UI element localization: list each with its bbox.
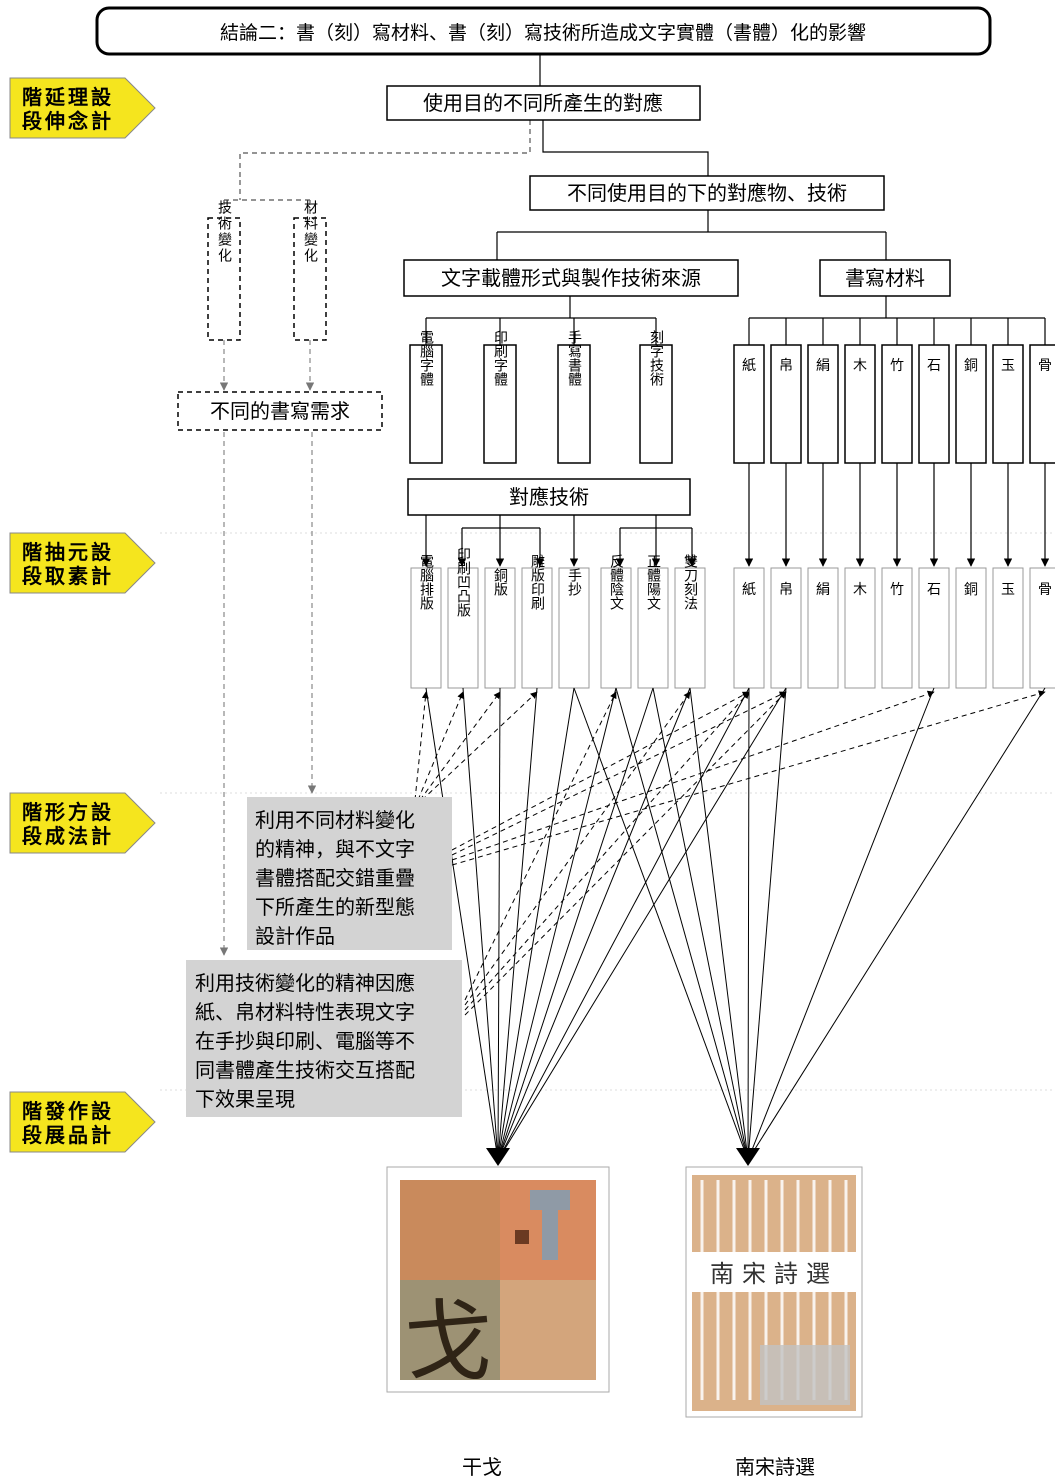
material-label: 竹 (890, 358, 904, 374)
correspondence-box: 不同使用目的下的對應物、技術 (530, 176, 884, 210)
method-line: 利用不同材料變化 (255, 808, 415, 832)
technique-label: 銅版 (492, 568, 508, 597)
technique-bar: 對應技術 (408, 479, 690, 515)
method-line: 同書體產生技術交互搭配 (195, 1058, 415, 1082)
material-element-label: 石 (927, 582, 941, 598)
material-label: 玉 (1001, 358, 1015, 374)
stage-tags: 階延理設 段伸念計 階抽元設 段取素計 階形方設 段成法計 階發作設 段展品計 (10, 78, 155, 1152)
material-element-label: 銅 (964, 582, 978, 598)
material-box: 書寫材料 (820, 260, 950, 296)
method-line: 的精神，與不文字 (255, 837, 415, 861)
material-element-label: 玉 (1001, 582, 1015, 598)
stage-tag-line: 階發作設 (22, 1099, 114, 1123)
technique-label: 正體陽文 (645, 554, 661, 610)
tech-change-box: 技術變化 (208, 200, 240, 340)
technique-label: 印刷凹凸版 (455, 547, 471, 618)
method-box-material: 利用不同材料變化 的精神，與不文字 書體搭配交錯重疊 下所產生的新型態 設計作品 (247, 797, 452, 950)
purpose-text: 使用目的不同所產生的對應 (423, 91, 663, 115)
work-image-gange: 戈 (387, 1167, 609, 1393)
stage-tag-development: 階發作設 段展品計 (10, 1092, 155, 1152)
stage-tag-line: 階抽元設 (22, 540, 114, 564)
method-line: 紙、帛材料特性表現文字 (195, 1000, 415, 1024)
source-label: 印刷字體 (492, 330, 508, 386)
stage-tag-line: 階延理設 (22, 85, 114, 109)
method-line: 利用技術變化的精神因應 (195, 971, 415, 995)
technique-label: 雕版印刷 (529, 554, 545, 610)
technique-label: 反體陰文 (608, 554, 624, 610)
material-text: 書寫材料 (845, 266, 925, 290)
conclusion-text: 結論二：書（刻）寫材料、書（刻）寫技術所造成文字實體（書體）化的影響 (220, 22, 866, 44)
purpose-box: 使用目的不同所產生的對應 (387, 86, 700, 120)
material-label: 木 (853, 358, 867, 374)
arrowhead-work-1 (486, 1148, 510, 1166)
material-element-label: 帛 (779, 581, 793, 598)
stage-tag-line: 段取素計 (22, 564, 114, 588)
material-element-label: 木 (853, 582, 867, 598)
material-element-boxes: 紙 帛 絹 木 竹 石 銅 玉 骨 (734, 568, 1055, 688)
correspondence-text: 不同使用目的下的對應物、技術 (567, 181, 847, 205)
material-change-box: 材料變化 (294, 200, 326, 340)
material-label: 帛 (779, 357, 793, 374)
method-dashed-arrows (415, 692, 1045, 1015)
stage-tag-line: 段伸念計 (22, 109, 114, 133)
writing-needs-text: 不同的書寫需求 (210, 399, 350, 423)
tech-change-text: 技術變化 (216, 200, 232, 264)
material-label: 骨 (1038, 358, 1052, 374)
work-image-nansong: 南宋詩選 (686, 1167, 862, 1417)
material-element-label: 骨 (1038, 582, 1052, 598)
stage-tag-extension: 階延理設 段伸念計 (10, 78, 155, 138)
method-line: 下效果呈現 (195, 1087, 295, 1111)
arrowhead-work-2 (736, 1148, 760, 1166)
source-label: 電腦字體 (418, 330, 434, 386)
work-title: 南宋詩選 (710, 1260, 838, 1288)
method-box-technique: 利用技術變化的精神因應 紙、帛材料特性表現文字 在手抄與印刷、電腦等不 同書體產… (186, 960, 462, 1117)
source-boxes: 電腦字體 印刷字體 手寫書體 刻字技術 (410, 330, 672, 463)
method-line: 書體搭配交錯重疊 (255, 866, 415, 890)
stage-tag-line: 段成法計 (22, 824, 114, 848)
technique-label: 手抄 (566, 568, 582, 596)
conclusion-banner: 結論二：書（刻）寫材料、書（刻）寫技術所造成文字實體（書體）化的影響 (97, 8, 990, 54)
work-caption: 南宋詩選 (735, 1455, 815, 1479)
stage-tag-method: 階形方設 段成法計 (10, 793, 155, 853)
technique-label: 電腦排版 (418, 554, 434, 611)
work-glyph: 戈 (404, 1290, 492, 1393)
source-label: 手寫書體 (566, 330, 582, 386)
material-element-label: 紙 (742, 582, 756, 598)
source-label: 刻字技術 (648, 330, 664, 387)
stage-tag-line: 段展品計 (22, 1123, 114, 1147)
carrier-text: 文字載體形式與製作技術來源 (441, 266, 701, 290)
material-element-label: 竹 (890, 582, 904, 598)
material-upper-boxes: 紙 帛 絹 木 竹 石 銅 玉 骨 (734, 345, 1055, 463)
material-label: 銅 (964, 358, 978, 374)
technique-label: 雙刀刻法 (682, 554, 698, 610)
material-element-label: 絹 (816, 582, 830, 598)
stage-tag-line: 階形方設 (22, 800, 114, 824)
carrier-box: 文字載體形式與製作技術來源 (404, 260, 738, 296)
technique-boxes: 電腦排版 印刷凹凸版 銅版 雕版印刷 手抄 反體陰文 正體陽文 雙刀刻法 (411, 547, 705, 688)
writing-needs-box: 不同的書寫需求 (178, 392, 382, 430)
work-caption: 干戈 (462, 1455, 502, 1479)
method-line: 在手抄與印刷、電腦等不 (195, 1029, 415, 1053)
convergence-lines (426, 688, 1045, 1160)
method-line: 設計作品 (255, 924, 335, 948)
material-change-text: 材料變化 (302, 200, 318, 264)
concept-connectors (224, 120, 530, 218)
method-line: 下所產生的新型態 (255, 895, 415, 919)
material-label: 紙 (742, 358, 756, 374)
technique-bar-text: 對應技術 (509, 485, 589, 509)
material-label: 絹 (816, 358, 830, 374)
material-label: 石 (927, 358, 941, 374)
stage-tag-abstraction: 階抽元設 段取素計 (10, 533, 155, 593)
